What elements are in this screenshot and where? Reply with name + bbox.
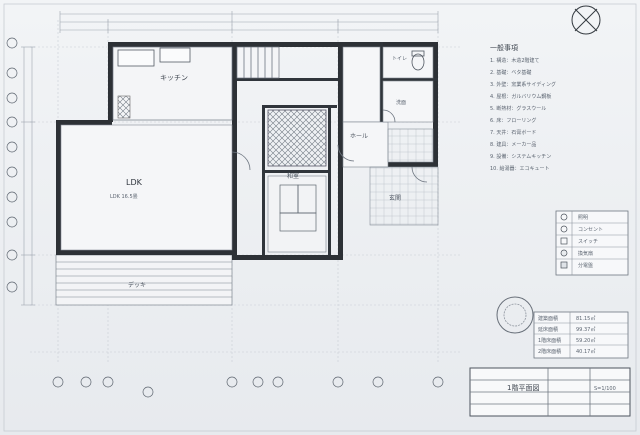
toilet-wash-area: トイレ 洗面 [382,46,434,123]
left-grid-markers [6,37,18,293]
note-7: 7. 天井：石膏ボード [490,129,536,136]
legend-item-1: 照明 [578,215,588,221]
note-6: 6. 床：フローリング [490,117,536,124]
note-1: 1. 構造：木造2階建て [490,57,540,64]
note-2: 2. 基礎：ベタ基礎 [490,69,531,76]
area-value-3: 59.20㎡ [576,337,595,344]
north-arrow-icon [571,5,601,35]
legend-item-4: 換気扇 [578,250,593,257]
area-row-1: 建築面積 [538,315,558,322]
room-label-wash: 洗面 [396,99,406,106]
area-value-4: 40.17㎡ [576,348,595,355]
top-dimension-lines [59,11,439,33]
title-block [469,367,631,417]
room-label-kitchen: キッチン [160,74,188,82]
kitchen-area: キッチン [112,46,233,121]
general-notes: 一般事項 [490,43,518,52]
legend-item-3: スイッチ [578,239,598,245]
inner-walls [237,42,438,255]
deck-area: デッキ [55,254,233,306]
stairs [236,46,280,79]
note-8: 8. 建具：メーカー品 [490,141,536,148]
note-5: 5. 断熱材：グラスウール [490,105,546,112]
area-row-2: 延床面積 [538,326,558,333]
room-label-entrance: 玄関 [389,194,401,202]
room-label-deck: デッキ [128,281,146,289]
note-9: 9. 設備：システムキッチン [490,153,551,160]
living-dining-area: LDK LDK 16.5畳 [60,124,233,251]
entry-area: ホール 玄関 [342,46,439,226]
legend-box [555,210,629,276]
area-row-4: 2階床面積 [538,348,561,355]
drawing-title: 1階平面図 [507,383,539,392]
area-row-3: 1階床面積 [538,337,561,344]
legend-item-5: 分電盤 [578,262,593,269]
room-label-toilet: トイレ [392,56,407,62]
room-label-hall: ホール [350,133,368,140]
door-swings [231,109,428,183]
area-value-1: 81.15㎡ [576,315,595,322]
room-label-tatami: 和室 [287,172,299,180]
legend-item-2: コンセント [578,227,603,233]
outer-walls [56,42,438,260]
inspection-stamp [496,296,534,334]
svg-text:一般事項: 一般事項 [490,43,518,52]
note-10: 10. 給湯器：エコキュート [490,165,550,172]
left-dimension-lines [21,46,35,306]
tatami-room: 和室 [267,109,327,253]
area-table [533,311,629,359]
svg-text:LDK 16.5畳: LDK 16.5畳 [110,194,138,200]
drawing-scale: S=1/100 [594,386,616,392]
note-4: 4. 屋根：ガルバリウム鋼板 [490,93,551,100]
room-label-ldk: LDK [126,178,143,187]
sheet-border [3,3,637,432]
note-3: 3. 外壁：窯業系サイディング [490,81,556,88]
area-value-2: 99.37㎡ [576,326,595,333]
bottom-grid-markers [52,376,444,398]
